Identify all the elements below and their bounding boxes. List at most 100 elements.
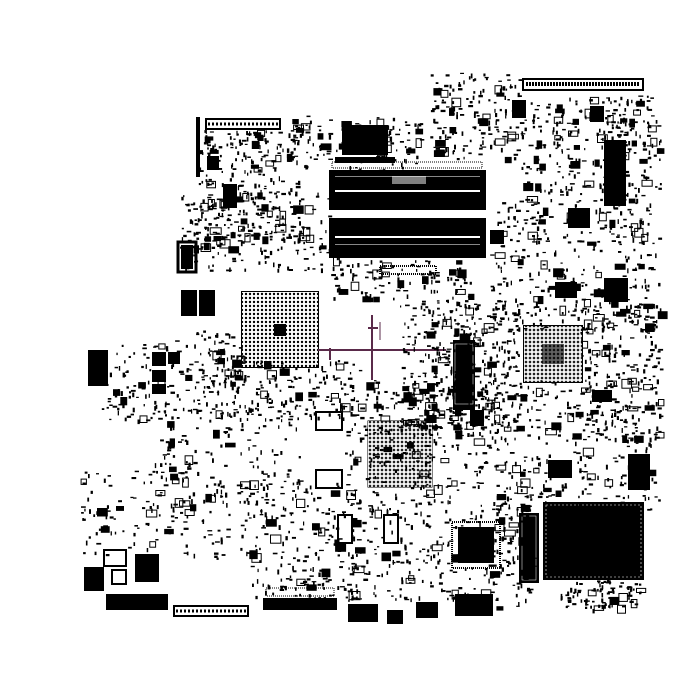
smd-part	[223, 348, 225, 351]
smd-part	[224, 342, 230, 345]
smd-part	[98, 528, 101, 531]
smd-part	[478, 404, 480, 409]
smd-part	[521, 103, 526, 105]
smd-part	[517, 555, 519, 560]
smd-part	[502, 362, 505, 368]
smd-part	[628, 479, 631, 484]
smd-part	[469, 421, 474, 424]
smd-part	[513, 384, 518, 387]
smd-part	[172, 455, 176, 458]
smd-part	[581, 387, 591, 393]
smd-part	[557, 415, 562, 418]
smd-part	[383, 168, 385, 172]
smd-part	[501, 345, 503, 350]
smd-part	[352, 277, 354, 282]
smd-part	[596, 270, 599, 272]
smd-part	[164, 410, 167, 414]
smd-part	[209, 419, 212, 423]
smd-part	[602, 602, 606, 604]
smd-part	[280, 556, 283, 559]
smd-part	[445, 486, 449, 488]
smd-part	[215, 358, 218, 363]
smd-part	[485, 402, 495, 411]
smd-part	[638, 95, 644, 97]
smd-part	[587, 241, 597, 246]
smd-part	[240, 218, 248, 225]
smd-part	[449, 569, 453, 572]
smd-part	[595, 310, 600, 312]
smd-part	[636, 100, 645, 107]
smd-part	[296, 547, 299, 552]
smd-part	[436, 300, 440, 302]
smd-part	[492, 343, 495, 346]
smd-part	[474, 78, 477, 81]
smd-part	[120, 391, 123, 396]
smd-part	[604, 392, 607, 396]
smd-part	[559, 136, 563, 139]
smd-part	[523, 564, 529, 566]
smd-part	[566, 122, 571, 124]
smd-part	[247, 375, 250, 378]
smd-part	[499, 320, 503, 323]
smd-part	[599, 302, 601, 307]
smd-part	[251, 197, 254, 201]
smd-part	[411, 420, 414, 423]
smd-part	[392, 560, 394, 565]
smd-part	[230, 232, 236, 239]
smd-part	[609, 486, 612, 489]
smd-part	[454, 279, 460, 282]
smd-part	[602, 327, 605, 332]
smd-part	[494, 377, 497, 382]
smd-part	[459, 333, 471, 342]
smd-part	[212, 207, 217, 210]
smd-part	[490, 591, 495, 594]
smd-part	[627, 495, 630, 499]
smd-part	[614, 166, 617, 172]
smd-part	[282, 237, 285, 242]
smd-part	[203, 499, 206, 504]
smd-part	[198, 183, 201, 186]
smd-part	[455, 430, 463, 440]
smd-part	[231, 365, 234, 369]
smd-part	[285, 536, 288, 541]
smd-part	[428, 260, 431, 263]
smd-part	[204, 238, 209, 241]
smd-part	[602, 159, 606, 161]
smd-part	[224, 254, 226, 257]
smd-part	[340, 381, 342, 386]
smd-part	[459, 305, 462, 308]
smd-part	[345, 452, 348, 455]
smd-part	[337, 554, 340, 557]
smd-part	[372, 145, 377, 148]
smd-part	[653, 481, 658, 484]
smd-part	[449, 84, 452, 89]
smd-part	[186, 515, 189, 519]
smd-part	[208, 208, 213, 211]
smd-part	[331, 403, 335, 406]
smd-part	[595, 432, 601, 435]
smd-part	[280, 514, 286, 517]
smd-part	[617, 234, 620, 236]
smd-part	[467, 343, 470, 346]
smd-part	[469, 518, 474, 520]
smd-part	[396, 149, 398, 152]
smd-part	[564, 275, 567, 280]
smd-part	[564, 412, 567, 415]
smd-part	[613, 100, 617, 103]
smd-part	[437, 105, 440, 110]
smd-part	[466, 98, 469, 100]
smd-part	[226, 503, 228, 508]
smd-part	[172, 425, 175, 431]
smd-part	[337, 549, 342, 552]
smd-part	[319, 569, 324, 572]
smd-part	[405, 124, 411, 126]
smd-part	[239, 501, 241, 504]
smd-part	[560, 194, 565, 196]
smd-part	[583, 319, 593, 330]
smd-part	[320, 143, 332, 151]
smd-part	[570, 209, 573, 213]
smd-part	[470, 372, 473, 375]
smd-part	[226, 536, 231, 538]
smd-part	[470, 511, 473, 515]
smd-part	[455, 291, 457, 295]
